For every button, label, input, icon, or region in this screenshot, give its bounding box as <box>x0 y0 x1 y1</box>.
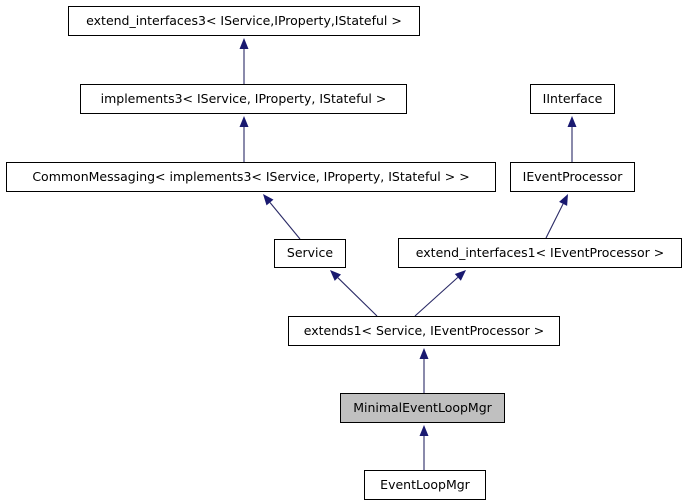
edge-minimal_event_loop_mgr-to-extends1 <box>419 348 429 393</box>
class-box-extend_interfaces3[interactable]: extend_interfaces3< IService,IProperty,I… <box>68 6 420 36</box>
edge-extends1-to-service <box>330 270 378 317</box>
class-box-label: IEventProcessor <box>522 168 623 184</box>
class-box-service[interactable]: Service <box>274 239 346 268</box>
class-box-extend_interfaces1[interactable]: extend_interfaces1< IEventProcessor > <box>398 238 682 268</box>
class-box-minimal_event_loop_mgr[interactable]: MinimalEventLoopMgr <box>340 393 505 423</box>
edge-extend_interfaces1-to-ieventprocessor <box>545 194 568 239</box>
class-box-common_messaging[interactable]: CommonMessaging< implements3< IService, … <box>6 162 496 192</box>
class-box-label: extends1< Service, IEventProcessor > <box>303 322 545 338</box>
inheritance-arrowhead-icon <box>239 116 249 127</box>
edge-shaft <box>337 277 378 317</box>
class-box-label: EventLoopMgr <box>380 476 470 492</box>
edge-shaft <box>414 276 459 317</box>
inheritance-arrowhead-icon <box>559 194 568 206</box>
edge-common_messaging-to-implements3 <box>239 116 249 162</box>
class-box-ieventprocessor[interactable]: IEventProcessor <box>510 162 635 192</box>
inheritance-arrowhead-icon <box>454 270 466 281</box>
class-box-label: IInterface <box>542 90 603 106</box>
inheritance-arrowhead-icon <box>419 348 429 359</box>
class-box-label: extend_interfaces1< IEventProcessor > <box>415 244 665 260</box>
class-box-label: Service <box>286 245 334 261</box>
class-box-label: implements3< IService, IProperty, IState… <box>100 90 387 106</box>
inheritance-arrowhead-icon <box>567 116 577 127</box>
class-box-label: CommonMessaging< implements3< IService, … <box>32 168 470 184</box>
class-box-label: MinimalEventLoopMgr <box>353 399 492 415</box>
inheritance-arrowhead-icon <box>263 194 274 206</box>
inheritance-arrowhead-icon <box>330 270 342 281</box>
edge-extends1-to-extend_interfaces1 <box>414 270 466 317</box>
class-box-extends1[interactable]: extends1< Service, IEventProcessor > <box>288 316 560 346</box>
inheritance-arrowhead-icon <box>419 425 429 436</box>
inheritance-arrowhead-icon <box>239 38 249 49</box>
edge-shaft <box>545 203 564 239</box>
edge-event_loop_mgr-to-minimal_event_loop_mgr <box>419 425 429 470</box>
edge-service-to-common_messaging <box>263 194 301 240</box>
class-box-event_loop_mgr[interactable]: EventLoopMgr <box>364 470 486 500</box>
edge-implements3-to-extend_interfaces3 <box>239 38 249 84</box>
class-box-iinterface[interactable]: IInterface <box>530 84 615 114</box>
class-box-label: extend_interfaces3< IService,IProperty,I… <box>86 12 402 28</box>
edge-shaft <box>269 202 301 240</box>
class-box-implements3[interactable]: implements3< IService, IProperty, IState… <box>80 84 407 114</box>
edge-ieventprocessor-to-iinterface <box>567 116 577 162</box>
